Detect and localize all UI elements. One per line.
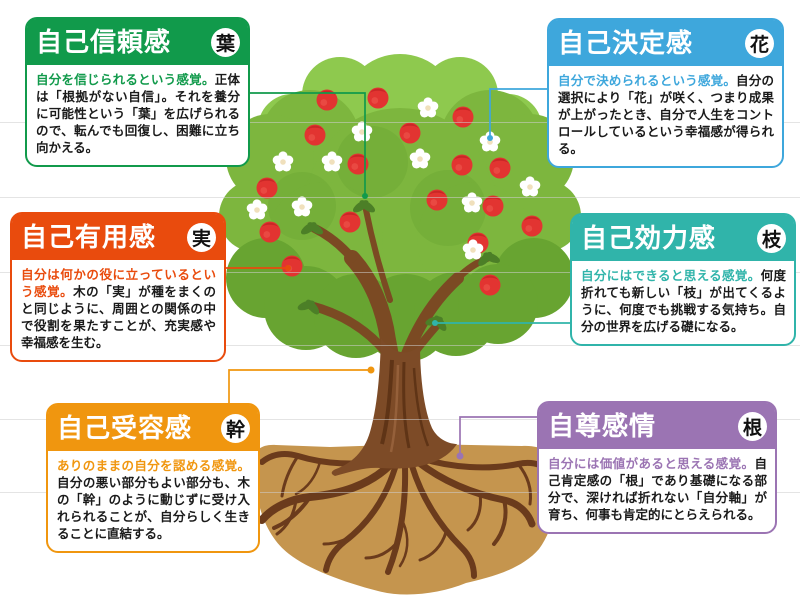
connector-flower xyxy=(487,88,547,141)
card-body: 自分は何かの役に立っているという感覚。木の「実」が種をまくのと同じように、周囲と… xyxy=(12,260,224,360)
roots xyxy=(258,451,553,579)
ruled-line xyxy=(0,492,800,493)
card-body-text: 正体は「根拠がない自信」。それを養分に可能性という「葉」を広げられるので、転んで… xyxy=(36,73,240,155)
card-self-esteem: 自尊感情 根 自分には価値があると思える感覚。自己肯定感の「根」であり基礎になる… xyxy=(537,401,777,534)
card-body-text: 木の「実」が種をまくのと同じように、周囲との関係の中で役割を果たすことが、充実感… xyxy=(21,285,216,350)
ruled-line xyxy=(0,272,800,273)
card-body-text: 自分の悪い部分もよい部分も、木の「幹」のように動じずに受け入れられることが、自分… xyxy=(57,476,250,541)
ruled-line xyxy=(0,197,800,198)
card-header: 自己受容感 幹 xyxy=(48,405,258,451)
card-header: 自己信頼感 葉 xyxy=(27,19,248,65)
card-header: 自己有用感 実 xyxy=(12,214,224,260)
card-body: 自分には価値があると思える感覚。自己肯定感の「根」であり基礎になる部分で、深けれ… xyxy=(539,449,775,532)
card-badge: 根 xyxy=(738,411,767,441)
card-lead: ありのままの自分を認める感覚。 xyxy=(57,459,250,473)
ruled-line xyxy=(0,419,800,420)
card-self-trust: 自己信頼感 葉 自分を信じられるという感覚。正体は「根拠がない自信」。それを養分… xyxy=(25,17,250,167)
card-badge: 幹 xyxy=(221,413,250,443)
card-lead: 自分にはできると思える感覚。 xyxy=(581,269,761,283)
card-body-text: 自己肯定感の「根」であり基礎になる部分で、深ければ折れない「自分軸」が育ち、何事… xyxy=(548,457,767,522)
card-header: 自尊感情 根 xyxy=(539,403,775,449)
ruled-line xyxy=(0,345,800,346)
card-body: 自分で決められるという感覚。自分の選択により「花」が咲く、つまり成果が上がったと… xyxy=(549,66,782,166)
ruled-line xyxy=(0,122,800,123)
card-title: 自尊感情 xyxy=(548,411,657,441)
card-self-efficacy: 自己効力感 枝 自分にはできると思える感覚。何度折れても新しい「枝」が出てくるよ… xyxy=(570,213,796,346)
card-lead: 自分には価値があると思える感覚。 xyxy=(548,457,755,471)
card-body-text: 自分の選択により「花」が咲く、つまり成果が上がったとき、自分で人生をコントロール… xyxy=(558,74,774,156)
card-header: 自己決定感 花 xyxy=(549,20,782,66)
tree-trunk xyxy=(331,338,457,476)
card-body: 自分を信じられるという感覚。正体は「根拠がない自信」。それを養分に可能性という「… xyxy=(27,65,248,165)
connector-trunk xyxy=(228,366,375,403)
connector-root xyxy=(456,416,537,460)
card-self-determination: 自己決定感 花 自分で決められるという感覚。自分の選択により「花」が咲く、つまり… xyxy=(547,18,784,168)
card-body: 自分にはできると思える感覚。何度折れても新しい「枝」が出てくるように、何度でも挑… xyxy=(572,261,794,344)
connector-fruit xyxy=(226,265,291,271)
card-badge: 葉 xyxy=(211,27,240,57)
card-header: 自己効力感 枝 xyxy=(572,215,794,261)
connector-leaf xyxy=(250,92,368,199)
card-badge: 実 xyxy=(187,222,216,252)
card-title: 自己効力感 xyxy=(581,223,717,253)
card-lead: 自分を信じられるという感覚。 xyxy=(36,73,215,87)
card-body-text: 何度折れても新しい「枝」が出てくるように、何度でも挑戦する気持ち。自分の世界を広… xyxy=(581,269,786,334)
card-title: 自己有用感 xyxy=(21,222,157,252)
card-lead: 自分で決められるという感覚。 xyxy=(558,74,737,88)
card-body: ありのままの自分を認める感覚。自分の悪い部分もよい部分も、木の「幹」のように動じ… xyxy=(48,451,258,551)
card-badge: 花 xyxy=(745,28,774,58)
connector-branch xyxy=(432,320,570,326)
card-self-usefulness: 自己有用感 実 自分は何かの役に立っているという感覚。木の「実」が種をまくのと同… xyxy=(10,212,226,362)
card-title: 自己信頼感 xyxy=(36,27,172,57)
card-badge: 枝 xyxy=(757,223,786,253)
card-lead: 自分は何かの役に立っているという感覚。 xyxy=(21,268,216,299)
card-title: 自己決定感 xyxy=(558,28,694,58)
card-title: 自己受容感 xyxy=(57,413,193,443)
card-self-acceptance: 自己受容感 幹 ありのままの自分を認める感覚。自分の悪い部分もよい部分も、木の「… xyxy=(46,403,260,553)
